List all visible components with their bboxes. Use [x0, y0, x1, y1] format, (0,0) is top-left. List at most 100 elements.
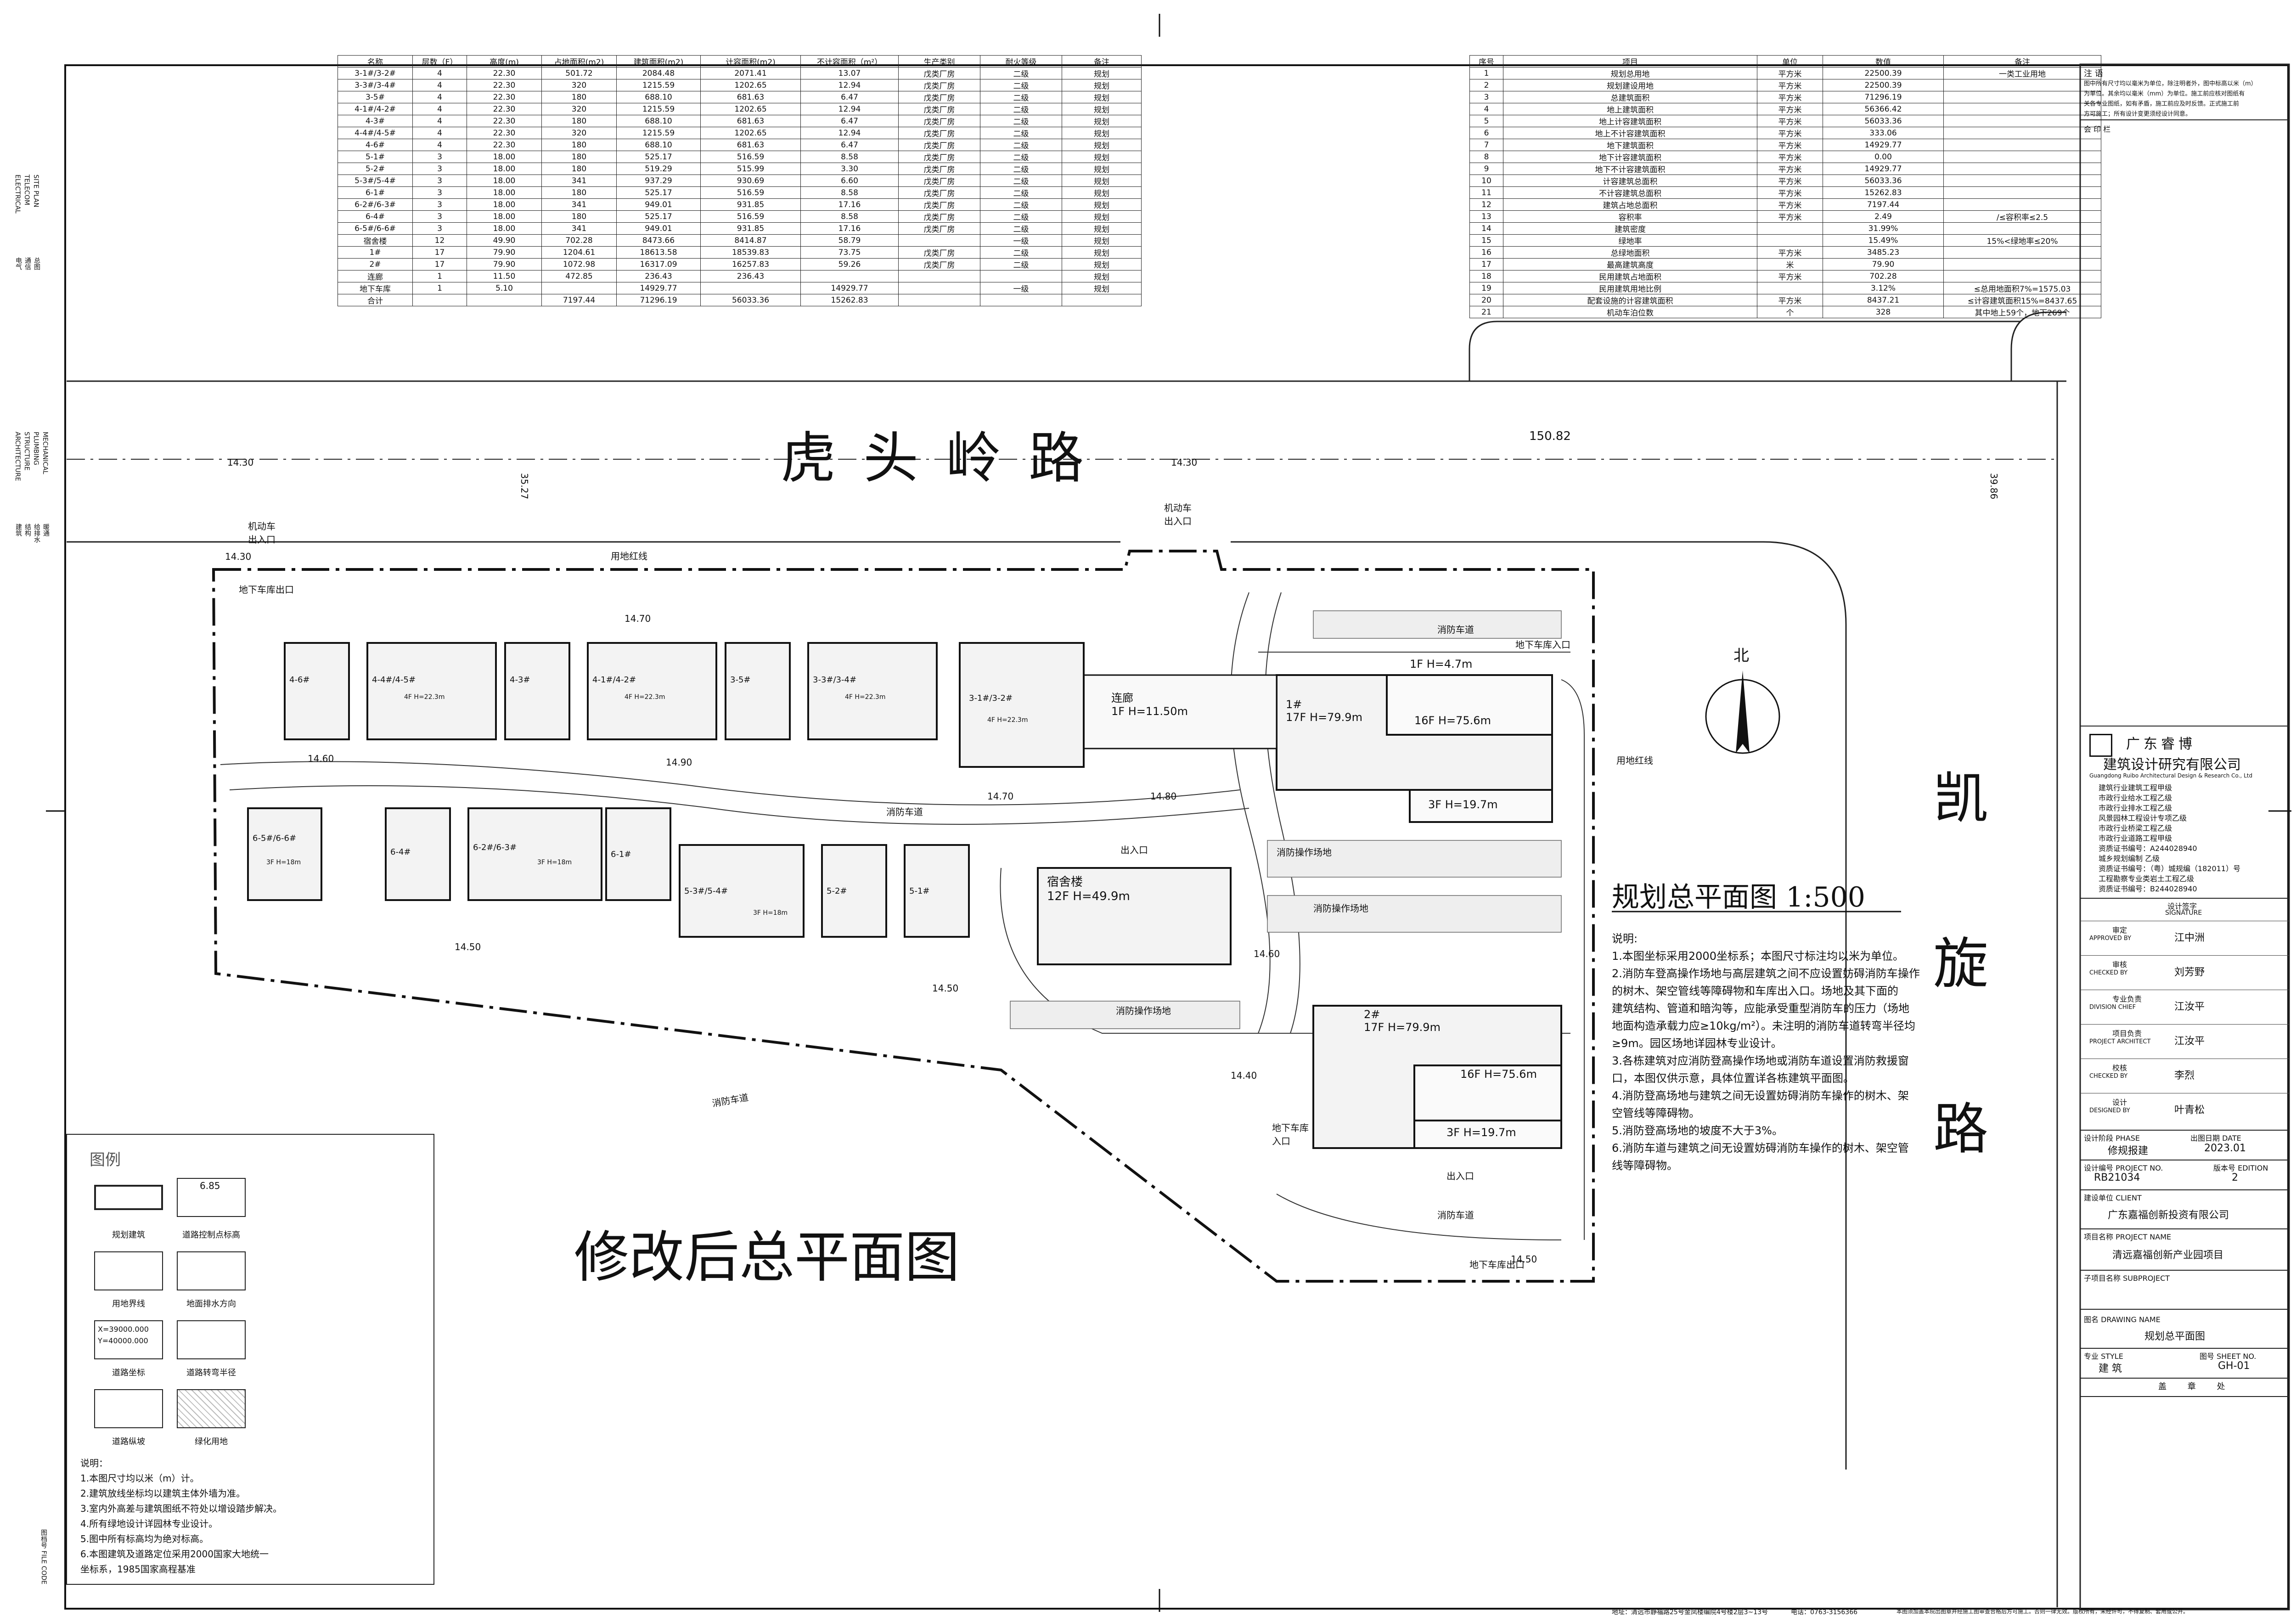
company-name-2: 建筑设计研究有限公司	[2103, 757, 2241, 773]
table-cell: 22.30	[467, 103, 542, 115]
tb-divider	[2080, 119, 2289, 120]
plant-label: 5-2#	[827, 886, 847, 896]
internal-road	[1265, 592, 1300, 1034]
legend-note: 3.室内外高差与建筑图纸不符处以增设踏步解决。	[80, 1503, 282, 1514]
table-cell: 525.17	[616, 186, 701, 199]
table-cell: 21	[1469, 306, 1503, 318]
dim-label: 35.27	[519, 473, 530, 500]
legend-symbol-drainage	[177, 1251, 246, 1290]
table-header: 备注	[1062, 55, 1142, 68]
elevation-label: 14.30	[1171, 457, 1198, 468]
table-cell: 20	[1469, 294, 1503, 306]
table-cell: 规划	[1062, 258, 1142, 270]
table-cell: 戊类厂房	[898, 222, 980, 235]
margin-label: 通信	[24, 257, 31, 270]
table-cell: 二级	[980, 163, 1062, 175]
table-cell: 规划	[1062, 79, 1142, 91]
table-cell: 6.47	[800, 115, 899, 127]
main-title: 修改后总平面图	[574, 1226, 960, 1290]
tb-divider	[2080, 726, 2289, 727]
plant-building	[366, 642, 497, 740]
table-cell: 4	[412, 67, 467, 79]
notes-heading: 说明:	[1612, 932, 1638, 945]
tower-1-podium	[1409, 789, 1553, 823]
north-arrow	[1705, 670, 1780, 754]
table-cell: 个	[1757, 306, 1823, 318]
margin-label: SITE PLAN	[32, 175, 39, 208]
table-cell: 戊类厂房	[898, 163, 980, 175]
table-cell: 501.72	[541, 67, 617, 79]
subproject-label: 子项目名称 SUBPROJECT	[2084, 1274, 2170, 1283]
elevation-label: 14.70	[987, 791, 1014, 802]
signer-role: 审核	[2112, 960, 2127, 969]
sheet-value: GH-01	[2218, 1360, 2250, 1372]
table-cell: 17	[412, 246, 467, 259]
tb-divider	[2080, 1396, 2289, 1397]
table-cell: 规划	[1062, 163, 1142, 175]
sign-heading: 设计签字	[2167, 902, 2197, 911]
table-cell: 328	[1823, 306, 1944, 318]
legend-frame	[66, 1134, 434, 1585]
table-cell: 规划	[1062, 198, 1142, 211]
note-line: 空管线等障碍物。	[1612, 1107, 1700, 1120]
sheet-border	[64, 64, 2289, 1610]
plant-building	[679, 844, 805, 938]
table-cell	[898, 270, 980, 282]
table-cell: 8.58	[800, 151, 899, 163]
tower-1-podium-label: 3F H=19.7m	[1428, 798, 1498, 811]
tower-2-podium-label: 3F H=19.7m	[1446, 1126, 1516, 1139]
note-line: 3.各栋建筑对应消防登高操作场地或消防车道设置消防救援窗	[1612, 1054, 1909, 1067]
table-cell: 戊类厂房	[898, 151, 980, 163]
north-arrow-label: 北	[1733, 647, 1749, 665]
plan-notes: 说明: 1.本图坐标采用2000坐标系；本图尺寸标注均以米为单位。2.消防车登高…	[1612, 930, 1924, 1174]
entrance-label: 出入口	[1446, 1171, 1474, 1182]
table-cell	[980, 294, 1062, 306]
table-cell: 681.63	[700, 139, 801, 151]
margin-label: 结构	[24, 524, 31, 536]
elevation-label: 14.90	[666, 757, 692, 768]
fire-lane-label: 消防车道	[1437, 624, 1474, 635]
table-cell	[1943, 198, 2101, 211]
legend-label: 规划建筑	[112, 1230, 145, 1240]
qualification-line: 资质证书编号：（粤）城规编（182011）号	[2099, 864, 2241, 873]
table-cell	[898, 282, 980, 294]
signer-role-en: CHECKED BY	[2089, 1073, 2128, 1080]
table-cell: 二级	[980, 246, 1062, 259]
table-cell: 15.49%	[1823, 234, 1944, 247]
qualification-line: 市政行业给水工程乙级	[2099, 794, 2172, 802]
legend-note: 2.建筑放线坐标均以建筑主体外墙为准。	[80, 1488, 246, 1499]
qualification-line: 市政行业桥梁工程乙级	[2099, 824, 2172, 833]
legend-symbol-coord	[94, 1320, 163, 1359]
tower-2-label: 2# 17F H=79.9m	[1364, 1008, 1441, 1034]
table-cell: /≤容积率≤2.5	[1943, 210, 2101, 223]
road-edge-line	[1763, 541, 1847, 1470]
legend-note: 4.所有绿地设计详园林专业设计。	[80, 1518, 218, 1529]
table-cell: 949.01	[616, 198, 701, 211]
table-cell: 18.00	[467, 222, 542, 235]
table-cell: 15	[1469, 234, 1503, 247]
table-cell	[1943, 163, 2101, 175]
table-cell: 戊类厂房	[898, 67, 980, 79]
table-header: 层数（F）	[412, 55, 467, 68]
company-logo-icon	[2089, 734, 2112, 757]
tb-divider	[2080, 1378, 2289, 1379]
tb-divider	[2080, 1270, 2289, 1271]
table-cell: 931.85	[700, 198, 801, 211]
signer-name: 江汝平	[2174, 1001, 2205, 1013]
table-cell: 平方米	[1757, 151, 1823, 163]
signer-name: 江汝平	[2174, 1036, 2205, 1047]
table-cell: 8414.87	[700, 234, 801, 247]
style-value: 建 筑	[2099, 1363, 2122, 1374]
drawing-label: 图名 DRAWING NAME	[2084, 1315, 2161, 1324]
garage-label: 地下车库 入口	[1272, 1122, 1309, 1147]
property-line-label: 用地红线	[611, 551, 647, 562]
table-cell	[1943, 151, 2101, 163]
plant-label: 6-2#/6-3#	[473, 843, 517, 852]
